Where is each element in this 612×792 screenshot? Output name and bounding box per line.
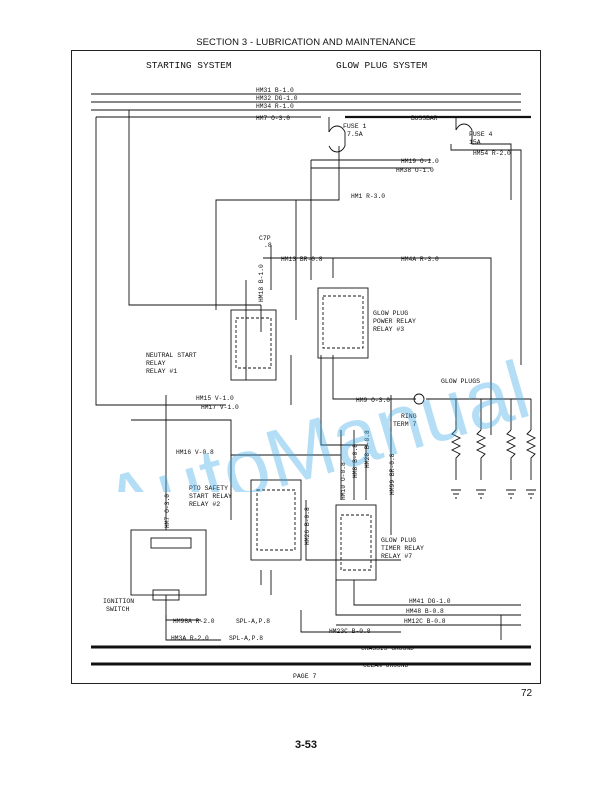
glow-plug-timer-relay (335, 504, 377, 581)
wire-label: HM13 BR-0.8 (281, 256, 323, 263)
ground-label: CHASSIS GROUND (361, 645, 414, 652)
pto-relay-label: RELAY #2 (189, 501, 220, 508)
relay-boxes (130, 287, 377, 601)
gp-timer-relay-label: GLOW PLUG (381, 537, 416, 544)
neutral-relay-label: RELAY #1 (146, 368, 177, 375)
gp-power-relay-label: POWER RELAY (373, 318, 416, 325)
title-starting-system: STARTING SYSTEM (146, 60, 232, 71)
glow-plug-elements (413, 393, 537, 499)
ground-bars (91, 645, 531, 666)
gp-power-relay-label: GLOW PLUG (373, 310, 408, 317)
wire-label: HM8 B-0.8 (352, 444, 359, 478)
pto-relay-label: START RELAY (189, 493, 232, 500)
ignition-switch-box (130, 529, 207, 596)
wire-label: HM7 O-3.0 (164, 494, 171, 528)
wiring-diagram: STARTING SYSTEM GLOW PLUG SYSTEM HM31 B-… (91, 60, 537, 680)
wire-label: HM1 R-3.0 (351, 193, 385, 200)
wire-label: HM7 O-3.0 (256, 115, 290, 122)
c7p-label: C7P (259, 235, 271, 242)
wire-label: HM9 O-3.0 (356, 397, 390, 404)
wire-label: HM3A R-2.0 (171, 635, 209, 642)
wire-label: HM31 B-1.0 (256, 87, 294, 94)
diagram-frame (71, 50, 541, 684)
wire-label: HM38 O-1.0 (396, 167, 434, 174)
wire-label: HM41 DG-1.0 (409, 598, 451, 605)
wire-label: HM26 B-0.8 (304, 507, 311, 545)
wire-label: SPL-A,P.8 (236, 618, 270, 625)
gp-timer-relay-label: TIMER RELAY (381, 545, 424, 552)
c7p-page: .8 (264, 242, 272, 249)
wire-label: HM34 R-1.0 (256, 103, 294, 110)
component-labels: FUSE 1 7.5A FUSE 4 15A C7P .8 NEUTRAL ST… (103, 123, 493, 680)
wire-labels: HM31 B-1.0 HM32 DG-1.0 HM34 R-1.0 HM7 O-… (164, 87, 511, 669)
ring-term-label: RING (401, 413, 417, 420)
wire-label: HM17 V-1.0 (201, 404, 239, 411)
glow-plugs-label: GLOW PLUGS (441, 378, 480, 385)
gp-timer-relay-label: RELAY #7 (381, 553, 412, 560)
ignition-switch-label: IGNITION (103, 598, 134, 605)
fuse1-value: 7.5A (347, 131, 363, 138)
wire-label: HM23C B-0.8 (329, 628, 371, 635)
title-glow-plug-system: GLOW PLUG SYSTEM (336, 60, 428, 71)
wire-label: HM12C B-0.8 (404, 618, 446, 625)
neutral-relay-label: NEUTRAL START (146, 352, 197, 359)
wire-label: HM48 B-0.8 (406, 608, 444, 615)
gp-power-relay-label: RELAY #3 (373, 326, 404, 333)
wire-label: HM98A R-2.0 (173, 618, 215, 625)
page-code: 3-53 (294, 739, 318, 751)
pto-relay-label: PTO SAFETY (189, 485, 228, 492)
fuse4-value: 15A (469, 139, 481, 146)
wire-label: HM4A R-3.0 (401, 256, 439, 263)
wire-label: HM16 V-0.8 (176, 449, 214, 456)
fuse1-label: FUSE 1 (343, 123, 367, 130)
wire-label: HM19 O-1.0 (401, 158, 439, 165)
wire-label: HM32 DG-1.0 (256, 95, 298, 102)
fuse4-label: FUSE 4 (469, 131, 493, 138)
ring-term-label: TERM 7 (393, 421, 417, 428)
wire-label: HM18 B-1.0 (258, 264, 265, 302)
wire-label: SPL-A,P.8 (229, 635, 263, 642)
glow-plug-power-relay (317, 287, 369, 359)
section-header: SECTION 3 - LUBRICATION AND MAINTENANCE (196, 37, 416, 48)
wire-lines (91, 93, 532, 641)
wire-label: BUSSBAR (411, 115, 438, 122)
ignition-switch-label: SWITCH (106, 606, 130, 613)
wire-label: HM28 B-0.8 (364, 430, 371, 468)
neutral-relay-label: RELAY (146, 360, 166, 367)
page-number: 72 (521, 688, 533, 699)
neutral-start-relay (230, 309, 277, 381)
diagram-titles: STARTING SYSTEM GLOW PLUG SYSTEM (146, 60, 428, 71)
ground-label: CLEAN GROUND (363, 662, 409, 669)
wire-label: HM15 V-1.0 (196, 395, 234, 402)
pto-safety-relay (250, 479, 302, 561)
wire-label: HM54 R-2.0 (473, 150, 511, 157)
wire-label: HM10 O-0.8 (340, 462, 347, 500)
page-ref-label: PAGE 7 (293, 673, 317, 680)
wire-label: HM99 BR-0.8 (389, 453, 396, 495)
